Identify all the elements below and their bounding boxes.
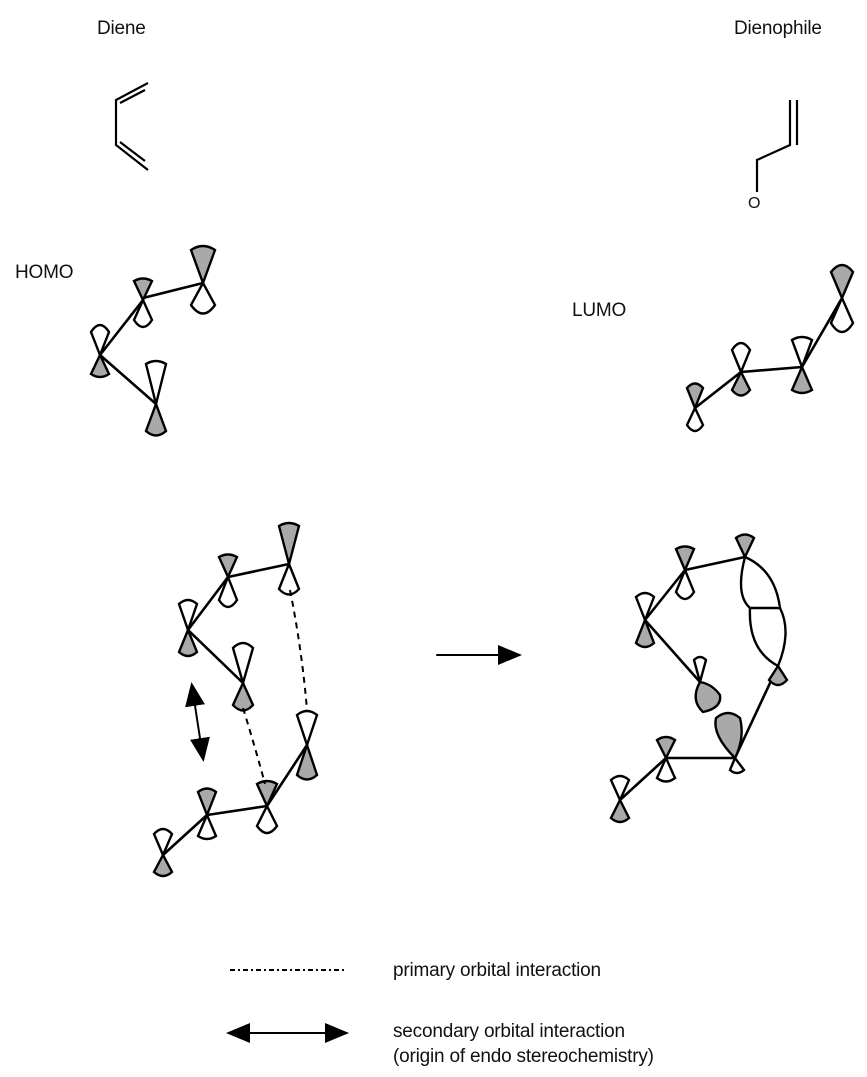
dienophile-label: Dienophile: [734, 18, 822, 39]
endo-transition-state: [152, 521, 319, 878]
legend: [226, 969, 349, 1043]
legend-secondary-label: secondary orbital interaction: [393, 1021, 625, 1042]
oxygen-atom-label: O: [748, 195, 761, 212]
dienophile-lumo-orbitals: [685, 263, 855, 433]
diene-structure: [114, 82, 149, 171]
product-orbitals: [609, 533, 789, 824]
diene-label: Diene: [97, 18, 146, 39]
dienophile-structure: [755, 100, 799, 192]
homo-label: HOMO: [15, 262, 74, 283]
legend-primary-label: primary orbital interaction: [393, 960, 601, 981]
lumo-label: LUMO: [572, 300, 627, 321]
legend-secondary-note: (origin of endo stereochemistry): [393, 1046, 654, 1067]
diene-homo-orbitals: [89, 244, 217, 437]
